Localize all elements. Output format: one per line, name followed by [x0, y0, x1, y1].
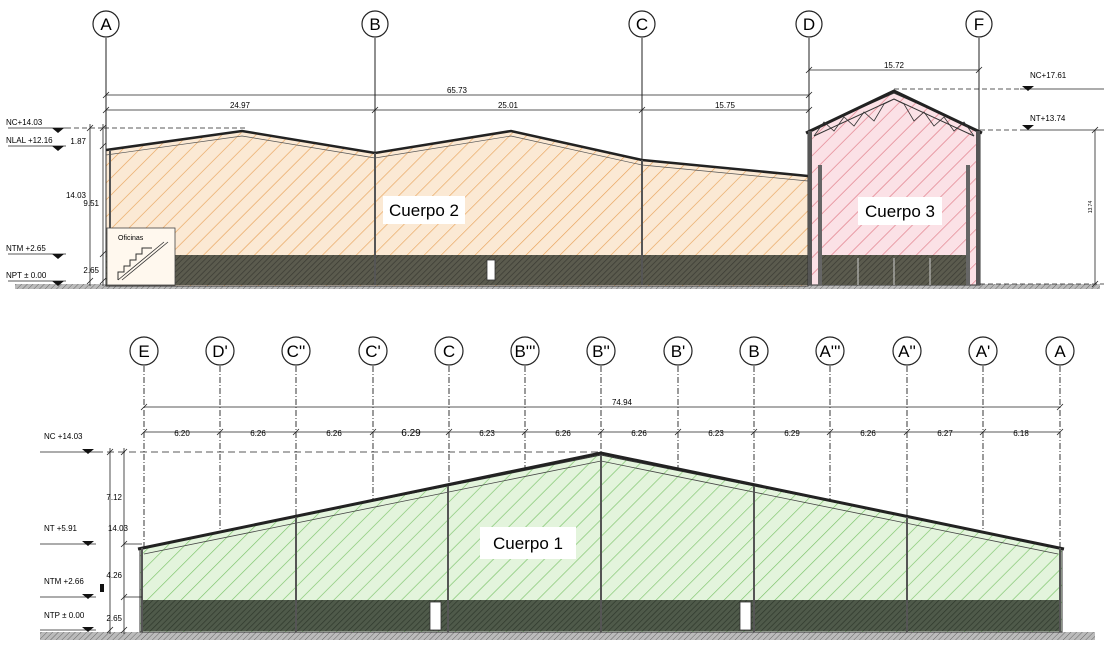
bottom-dim-span-5: 6.23 [479, 429, 495, 438]
cuerpo-2-door [486, 259, 496, 281]
bottom-dim-span-3: 6.26 [326, 429, 342, 438]
bottom-axis-bubbles [129, 336, 1075, 366]
top-grid-axis-c: C [628, 10, 656, 160]
top-level-nc-right: NC+17.61 [1030, 71, 1067, 80]
top-dim-span-bc: 25.01 [498, 101, 519, 110]
cuerpo-2-base-wall [106, 255, 808, 285]
bottom-horizontal-dimensions [140, 403, 1064, 436]
top-dim-overall: 65.73 [447, 86, 468, 95]
bottom-elevation: Cuerpo 1 [40, 336, 1095, 640]
bottom-level-ntm: NTM +2.66 [44, 577, 84, 586]
cuerpo-2-label: Cuerpo 2 [389, 201, 459, 220]
top-level-nt-right: NT+13.74 [1030, 114, 1066, 123]
bottom-axis-a3: A''' [819, 342, 840, 361]
cuerpo-1-door-left [429, 601, 442, 631]
bottom-axis-a1: A' [976, 342, 991, 361]
cuerpo-2-roof [105, 129, 809, 178]
top-level-npt: NPT ± 0.00 [6, 271, 47, 280]
bottom-dim-span-12: 6.18 [1013, 429, 1029, 438]
top-level-ntm: NTM +2.65 [6, 244, 46, 253]
bottom-dim-span-1: 6.20 [174, 429, 190, 438]
bottom-dim-span-2: 6.26 [250, 429, 266, 438]
bottom-dim-span-11: 6.27 [937, 429, 953, 438]
bottom-dim-h-base: 2.65 [106, 614, 122, 623]
top-dim-h-base: 2.65 [83, 266, 99, 275]
bottom-axis-b: B [748, 342, 759, 361]
bottom-dim-h-mid: 4.26 [106, 571, 122, 580]
bottom-axis-d1: D' [212, 342, 228, 361]
top-grid-axis-f: F [965, 10, 993, 131]
cuerpo-3-label: Cuerpo 3 [865, 202, 935, 221]
top-elevation: Oficinas Cuerpo 2 Cuerpo 3 A [6, 10, 1104, 289]
top-level-nc: NC+14.03 [6, 118, 43, 127]
top-grid-axis-a: A [92, 10, 120, 150]
bottom-axis-b2: B'' [592, 342, 610, 361]
top-dim-span-ab: 24.97 [230, 101, 251, 110]
top-dim-span-cd: 15.75 [715, 101, 736, 110]
bottom-dim-span-10: 6.26 [860, 429, 876, 438]
cuerpo-3-roof-truss [805, 89, 983, 135]
top-dim-h-mid: 9.51 [83, 199, 99, 208]
bottom-axis-b1: B' [671, 342, 686, 361]
bottom-dim-span-6: 6.26 [555, 429, 571, 438]
bottom-dim-h-upper: 7.12 [106, 493, 122, 502]
cuerpo-1-label: Cuerpo 1 [493, 534, 563, 553]
svg-text:C: C [636, 15, 648, 34]
top-horizontal-dimensions [102, 66, 983, 114]
top-dim-h-total: 14.03 [66, 191, 87, 200]
bottom-axis-e: E [138, 342, 149, 361]
top-grid-axis-d: D [795, 10, 823, 131]
office-label: Oficinas [118, 235, 144, 242]
top-dim-h-right: 13.74 [1088, 201, 1094, 214]
bottom-level-nt: NT +5.91 [44, 524, 78, 533]
svg-text:F: F [974, 15, 984, 34]
top-dim-span-df: 15.72 [884, 61, 905, 70]
top-grid-axis-b: B [361, 10, 389, 153]
bottom-dim-span-8: 6.23 [708, 429, 724, 438]
top-level-nlal: NLAL +12.16 [6, 136, 53, 145]
bottom-level-ntp: NTP ± 0.00 [44, 611, 85, 620]
svg-text:A: A [100, 15, 112, 34]
top-dim-h-upper: 1.87 [70, 137, 86, 146]
bottom-dim-overall: 74.94 [612, 398, 633, 407]
office-stair [117, 247, 152, 280]
bottom-dim-span-9: 6.29 [784, 429, 800, 438]
bottom-axis-b3: B''' [514, 342, 535, 361]
cuerpo-1-roof [137, 451, 1065, 551]
bottom-axis-c1: C' [365, 342, 381, 361]
cuerpo-1-door-right [739, 601, 752, 631]
bottom-ground [40, 632, 1095, 640]
svg-text:B: B [369, 15, 380, 34]
bottom-axis-a2: A'' [898, 342, 916, 361]
bottom-dim-h-total: 14.03 [108, 524, 129, 533]
bottom-dim-span-7: 6.26 [631, 429, 647, 438]
bottom-grid-axes [143, 366, 1061, 548]
bottom-dim-span-4: 6.29 [401, 428, 421, 439]
bottom-axis-c2: C'' [287, 342, 306, 361]
svg-text:D: D [803, 15, 815, 34]
bottom-axis-a: A [1054, 342, 1066, 361]
bottom-level-nc: NC +14.03 [44, 432, 83, 441]
bottom-axis-c: C [443, 342, 455, 361]
top-right-levels [894, 88, 1104, 288]
